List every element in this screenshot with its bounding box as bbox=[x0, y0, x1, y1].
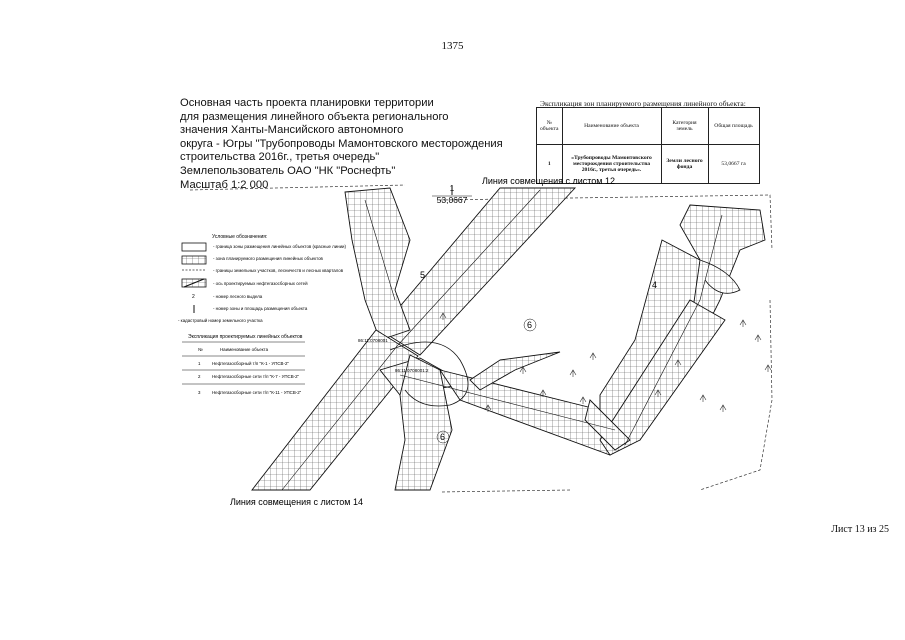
title-line: Основная часть проекта планировки террит… bbox=[180, 97, 434, 109]
table-cell: Нефтегазосборные сети т/п "К-7 - УПСВ-2" bbox=[212, 374, 300, 379]
cadastral-label: 86:11:0708001:2 bbox=[395, 368, 429, 373]
tree-symbols bbox=[439, 312, 772, 412]
table-header: Наименование объекта bbox=[220, 347, 269, 352]
table-cell: 3 bbox=[198, 390, 201, 395]
legend-swatch bbox=[181, 242, 207, 252]
legend-swatch bbox=[181, 255, 207, 265]
legend-swatch bbox=[183, 278, 205, 288]
page-number: 1375 bbox=[441, 40, 464, 52]
legend-caption: Условные обозначения: bbox=[212, 234, 267, 240]
title-line: округа - Югры "Трубопроводы Мамонтовског… bbox=[180, 137, 503, 150]
plot-circle bbox=[436, 430, 450, 444]
title-line: для размещения линейного объекта региона… bbox=[180, 110, 449, 123]
map-boundary bbox=[189, 184, 406, 191]
title-line: Масштаб 1:2 000 bbox=[180, 178, 269, 191]
zone-area: 53,0667 bbox=[437, 195, 468, 205]
forest-plot-number: 4 bbox=[652, 280, 657, 290]
legend-swatch: 2 bbox=[192, 294, 195, 300]
legend: Условные обозначения: 2 - граница зоны р… bbox=[178, 234, 347, 395]
sub-legend-caption: Экспликация проектируемых линейных объек… bbox=[188, 333, 303, 340]
match-line-top: Линия совмещения с листом 12 bbox=[482, 176, 615, 186]
legend-item: - ось проектируемых нефтегазосборных сет… bbox=[213, 281, 308, 286]
legend-item: - номер зоны и площадь размещения объект… bbox=[213, 306, 308, 311]
plot-circle bbox=[523, 318, 537, 332]
forest-plot-number: 5 bbox=[420, 270, 425, 280]
boundary-line bbox=[389, 341, 469, 407]
table-cell: «Трубопроводы Мамонтовского месторождени… bbox=[561, 144, 662, 184]
zone-number: 1 bbox=[450, 184, 455, 193]
table-cell: 1 bbox=[198, 361, 201, 366]
forest-plot-number: 6 bbox=[527, 320, 532, 330]
table-cell: 2 bbox=[198, 374, 201, 379]
explication-table: № объекта Наименование объекта Категория… bbox=[536, 107, 760, 184]
table-cell: Земли лесного фонда bbox=[660, 144, 709, 184]
table-header: № bbox=[198, 347, 203, 352]
cadastral-label: 86:11:0708001 bbox=[358, 338, 388, 343]
title-line: строительства 2016г., третья очередь" bbox=[180, 151, 380, 164]
legend-item: - граница зоны размещения линейных объек… bbox=[213, 244, 347, 249]
planned-zone bbox=[699, 259, 741, 294]
table-header: Общая площадь bbox=[707, 107, 760, 145]
planned-zone bbox=[251, 187, 766, 491]
drawing-title: Основная часть проекта планировки террит… bbox=[180, 97, 503, 192]
sheet-label: Лист 13 из 25 bbox=[831, 524, 889, 535]
legend-item: - границы земельных участков, лесничеств… bbox=[213, 268, 344, 273]
table-header: № объекта bbox=[536, 107, 563, 145]
table-cell: 53,0667 га bbox=[707, 144, 760, 184]
explication-caption: Экспликация зон планируемого размещения … bbox=[540, 99, 746, 108]
pipeline-axis bbox=[281, 189, 723, 491]
legend-item: - кадастровый номер земельного участка bbox=[178, 318, 263, 323]
forest-plot-number: 6 bbox=[440, 432, 445, 442]
legend-item: - номер лесного выдела bbox=[213, 294, 263, 299]
match-line-bottom: Линия совмещения с листом 14 bbox=[230, 497, 363, 507]
table-cell: Нефтегазосборные сети т/п "К-11 - УПСВ-2… bbox=[212, 390, 302, 395]
table-header: Категория земель bbox=[660, 107, 709, 145]
title-line: значения Ханты-Мансийского автономного bbox=[180, 124, 404, 137]
legend-item: - зона планируемого размещения линейных … bbox=[213, 256, 324, 261]
table-header: Наименование объекта bbox=[561, 107, 662, 145]
table-cell: Нефтегазосборный т/п "К-1 - УПСВ-2" bbox=[212, 361, 289, 366]
title-line: Землепользователь ОАО "НК "Роснефть" bbox=[180, 164, 396, 177]
